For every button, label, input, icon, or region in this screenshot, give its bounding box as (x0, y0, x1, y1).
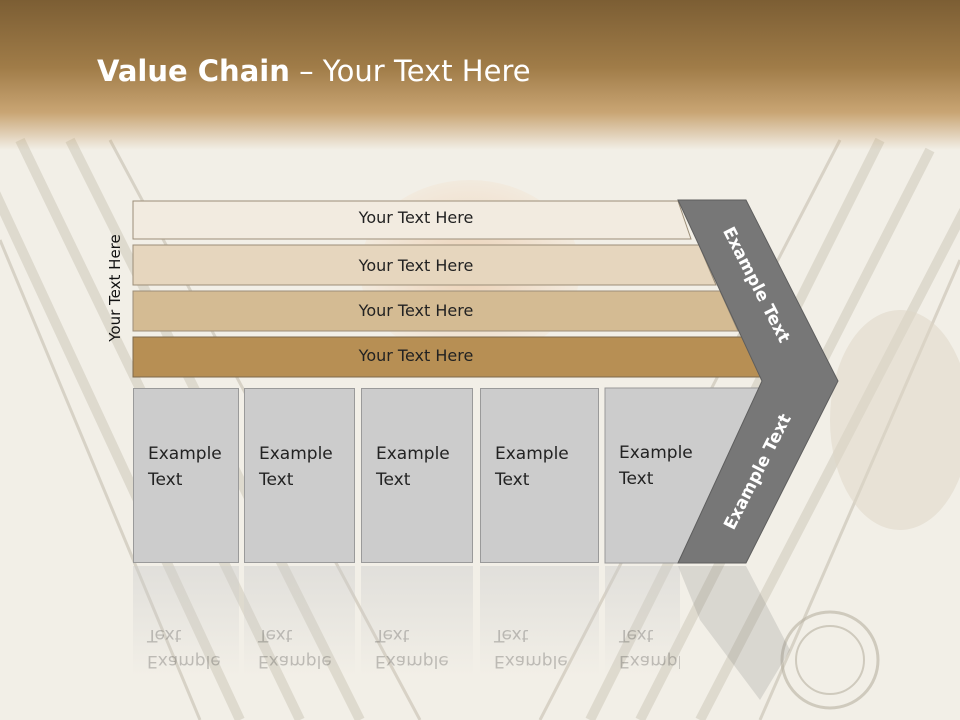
bar-2-label: Your Text Here (358, 256, 474, 275)
title-banner (0, 0, 960, 150)
bar-3 (132, 290, 739, 332)
bar-2 (132, 244, 717, 286)
bar-4-label: Your Text Here (358, 346, 474, 365)
chevron-arrow (677, 199, 839, 564)
title-rest: – Your Text Here (289, 54, 531, 88)
bar-3-label: Your Text Here (358, 301, 474, 320)
bar-1-label: Your Text Here (358, 208, 474, 227)
title-bold: Value Chain (97, 54, 290, 88)
bar-1 (132, 200, 692, 240)
page-title: Value Chain – Your Text Here (97, 54, 531, 88)
chevron-reflection (678, 566, 790, 700)
